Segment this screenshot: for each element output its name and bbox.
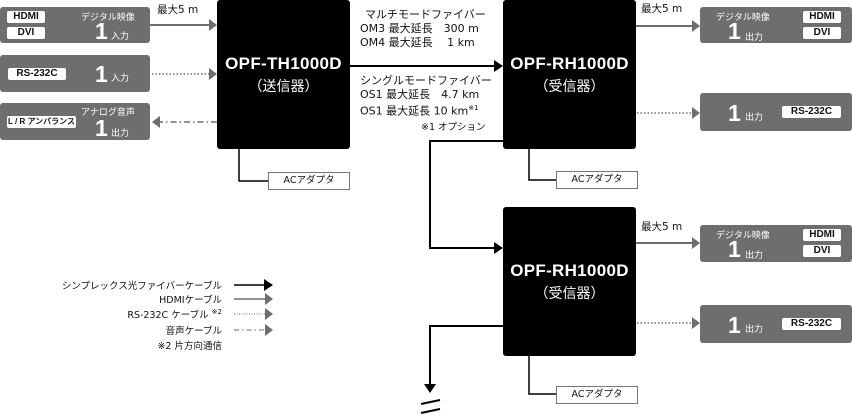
port-tag-dvi: DVI <box>803 27 841 39</box>
device-model: OPF-TH1000D <box>225 53 342 73</box>
transmitter-device: OPF-TH1000D （送信器） <box>217 0 350 149</box>
port-tag-hdmi: HDMI <box>803 11 841 23</box>
singlemode-spec-2: OS1 最大延長 10 km※1 <box>360 102 479 118</box>
port-count: 1 <box>95 18 108 44</box>
port-tag-rs232c: RS-232C <box>782 318 841 330</box>
port-direction: 出力 <box>745 251 764 261</box>
rx2-output-digital-video: デジタル映像 1 出力 HDMI DVI <box>700 225 852 262</box>
port-count: 1 <box>728 18 741 44</box>
receiver-device-2: OPF-RH1000D （受信器） <box>503 207 636 356</box>
port-count: 1 <box>95 115 108 141</box>
tx-ac-line <box>238 149 268 182</box>
multimode-spec-om3: OM3 最大延長 300 m <box>360 22 479 35</box>
port-tag-rs232c: RS-232C <box>782 106 841 118</box>
port-count: 1 <box>728 236 741 262</box>
singlemode-spec-1: OS1 最大延長 4.7 km <box>360 88 480 101</box>
rx2-ac-adapter: ACアダプタ <box>556 386 638 404</box>
rx2-output-rs232c: 1 出力 RS-232C <box>700 305 852 343</box>
max-distance-label-input: 最大5 m <box>157 4 199 16</box>
legend-hdmi: HDMIケーブル <box>159 295 222 306</box>
signal-caption: アナログ音声 <box>81 108 135 118</box>
port-tag-hdmi: HDMI <box>7 11 45 23</box>
port-direction: 出力 <box>745 33 764 43</box>
legend-audio: 音声ケーブル <box>165 326 222 337</box>
rx2-ac-line <box>528 356 556 395</box>
signal-caption: デジタル映像 <box>716 231 770 241</box>
device-role: （受信器） <box>534 285 605 302</box>
output-analog-audio: L / R アンバランス アナログ音声 1 出力 <box>0 103 150 140</box>
port-tag-rs232c: RS-232C <box>8 68 66 80</box>
break-mark-2 <box>420 408 441 414</box>
signal-caption: デジタル映像 <box>81 13 135 23</box>
signal-caption: デジタル映像 <box>716 13 770 23</box>
port-tag-dvi: DVI <box>803 245 841 257</box>
port-direction: 入力 <box>111 74 130 84</box>
legend-rs232-label: RS-232C ケーブル <box>127 310 209 321</box>
port-tag-dvi: DVI <box>7 27 45 39</box>
max-distance-label-rx2: 最大5 m <box>641 221 683 233</box>
rx1-ac-adapter: ACアダプタ <box>556 171 638 189</box>
legend-fiber: シンプレックス光ファイバーケーブル <box>61 281 222 292</box>
port-direction: 出力 <box>745 113 764 123</box>
fiber-continuation <box>424 325 503 393</box>
rx1-output-digital-video: デジタル映像 1 出力 HDMI DVI <box>700 7 852 43</box>
footnote-mark: ※1 <box>468 104 479 112</box>
fiber-rx1-rx2 <box>429 140 503 254</box>
receiver-device-1: OPF-RH1000D （受信器） <box>503 0 636 149</box>
rx1-output-rs232c: 1 出力 RS-232C <box>700 93 852 131</box>
input-digital-video: HDMI DVI デジタル映像 1 入力 <box>0 7 150 43</box>
footnote-option: ※1 オプション <box>421 122 486 133</box>
legend-rs232-note: ※2 <box>211 307 222 316</box>
device-model: OPF-RH1000D <box>510 53 629 73</box>
port-count: 1 <box>95 61 108 87</box>
port-direction: 入力 <box>111 32 130 42</box>
rx1-ac-line <box>528 149 556 181</box>
device-role: （受信器） <box>534 78 605 95</box>
port-count: 1 <box>728 312 741 338</box>
tx-ac-adapter: ACアダプタ <box>268 172 350 190</box>
legend-note: ※2 片方向通信 <box>157 341 222 352</box>
device-role: （送信器） <box>248 78 319 95</box>
device-model: OPF-RH1000D <box>510 260 629 280</box>
singlemode-spec-2-text: OS1 最大延長 10 km <box>360 104 469 118</box>
port-count: 1 <box>728 100 741 126</box>
input-rs232c: RS-232C 1 入力 <box>0 55 150 92</box>
multimode-spec-om4: OM4 最大延長 1 km <box>360 36 475 49</box>
legend-rs232: RS-232C ケーブル ※2 <box>0 307 222 321</box>
break-mark-1 <box>420 399 441 405</box>
max-distance-label-rx1: 最大5 m <box>641 3 683 15</box>
singlemode-title: シングルモードファイバー <box>360 74 492 87</box>
port-direction: 出力 <box>111 129 130 139</box>
port-tag-hdmi: HDMI <box>803 229 841 241</box>
multimode-title: マルチモードファイバー <box>365 8 486 21</box>
port-direction: 出力 <box>745 325 764 335</box>
port-tag-lr-unbalanced: L / R アンバランス <box>7 116 76 128</box>
